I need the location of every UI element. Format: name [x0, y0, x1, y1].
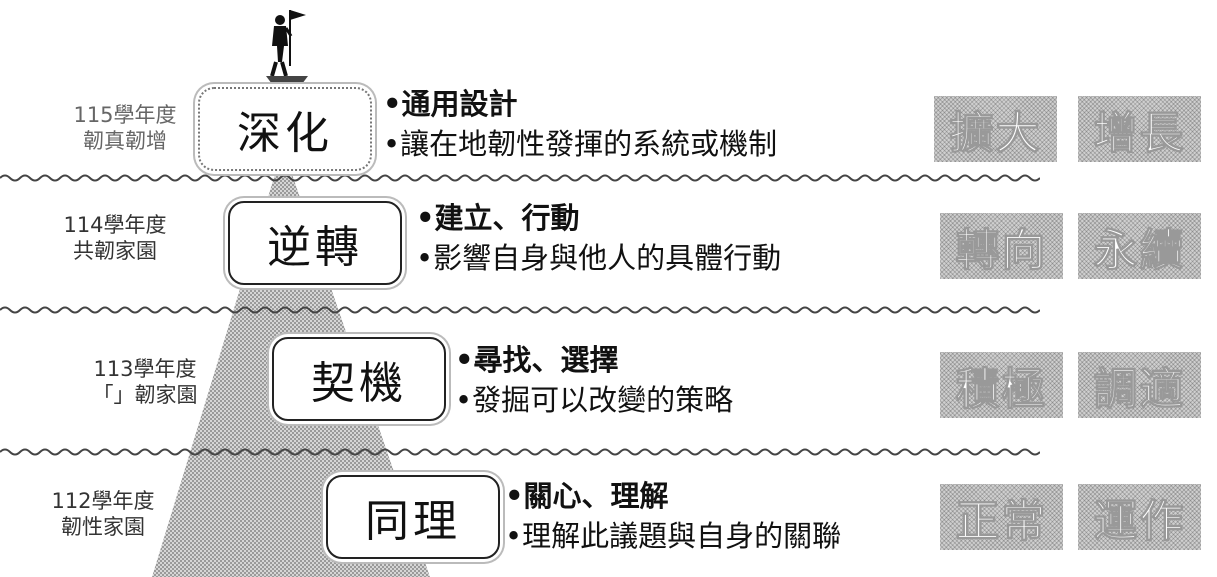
divider-line-2: [0, 306, 1040, 314]
divider-line-1: [0, 174, 1040, 182]
year-label-114: 114學年度 共韌家園: [63, 213, 167, 263]
tag-operate: 運作: [1078, 484, 1201, 550]
bullet-3-1: •尋找、選擇: [455, 343, 619, 377]
bullets-row-2: •建立、行動 •影響自身與他人的具體行動: [416, 198, 781, 278]
year-label-113: 113學年度 「」韌家園: [92, 357, 198, 407]
bullet-1-1: •通用設計: [383, 87, 518, 121]
tag-expand: 擴大: [934, 96, 1057, 162]
year-label-115: 115學年度 韌真韌增: [73, 103, 177, 153]
bullet-4-1: •關心、理解: [505, 479, 669, 513]
bullet-1-2: •讓在地韌性發揮的系統或機制: [383, 127, 778, 161]
bullet-3-2: •發掘可以改變的策略: [455, 383, 734, 417]
tag-adapt: 調適: [1078, 352, 1201, 418]
stage-box-empathy: 同理: [326, 475, 500, 559]
stage-box-opportunity: 契機: [272, 337, 446, 421]
hiker-with-flag-icon: [266, 10, 308, 84]
stage-box-deepen: 深化: [198, 87, 372, 171]
stage-box-reverse: 逆轉: [228, 201, 402, 285]
bullets-row-1: •通用設計 •讓在地韌性發揮的系統或機制: [383, 84, 777, 164]
tag-grow: 增長: [1078, 96, 1201, 162]
tag-normal: 正常: [940, 484, 1063, 550]
bullet-4-2: •理解此議題與自身的關聯: [505, 519, 842, 553]
bullets-row-4: •關心、理解 •理解此議題與自身的關聯: [505, 476, 841, 556]
tag-active: 積極: [940, 352, 1063, 418]
year-label-112: 112學年度 韌性家園: [51, 489, 155, 539]
tag-sustain: 永續: [1078, 213, 1201, 279]
tag-turn: 轉向: [940, 213, 1063, 279]
bullet-2-1: •建立、行動: [416, 201, 580, 235]
bullet-2-2: •影響自身與他人的具體行動: [416, 241, 782, 275]
bullets-row-3: •尋找、選擇 •發掘可以改變的策略: [455, 340, 733, 420]
divider-line-3: [0, 448, 1040, 456]
